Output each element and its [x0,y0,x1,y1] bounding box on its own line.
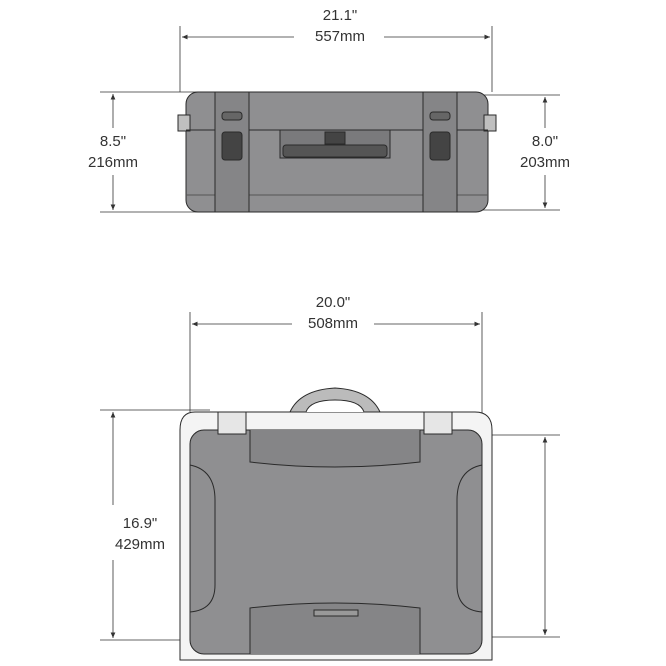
top-depth-mm: 429mm [114,536,166,553]
top-depth-inches: 16.9" [122,515,158,532]
front-width-inches: 21.1" [322,7,358,24]
front-height-left-mm: 216mm [87,154,139,171]
front-width-mm: 557mm [314,28,366,45]
front-height-right-inches: 8.0" [531,133,559,150]
front-height-right-mm: 203mm [519,154,571,171]
case-top-view [179,387,493,661]
case-front-view [177,91,497,213]
top-width-inches: 20.0" [315,294,351,311]
front-height-left-inches: 8.5" [99,133,127,150]
top-width-mm: 508mm [307,315,359,332]
